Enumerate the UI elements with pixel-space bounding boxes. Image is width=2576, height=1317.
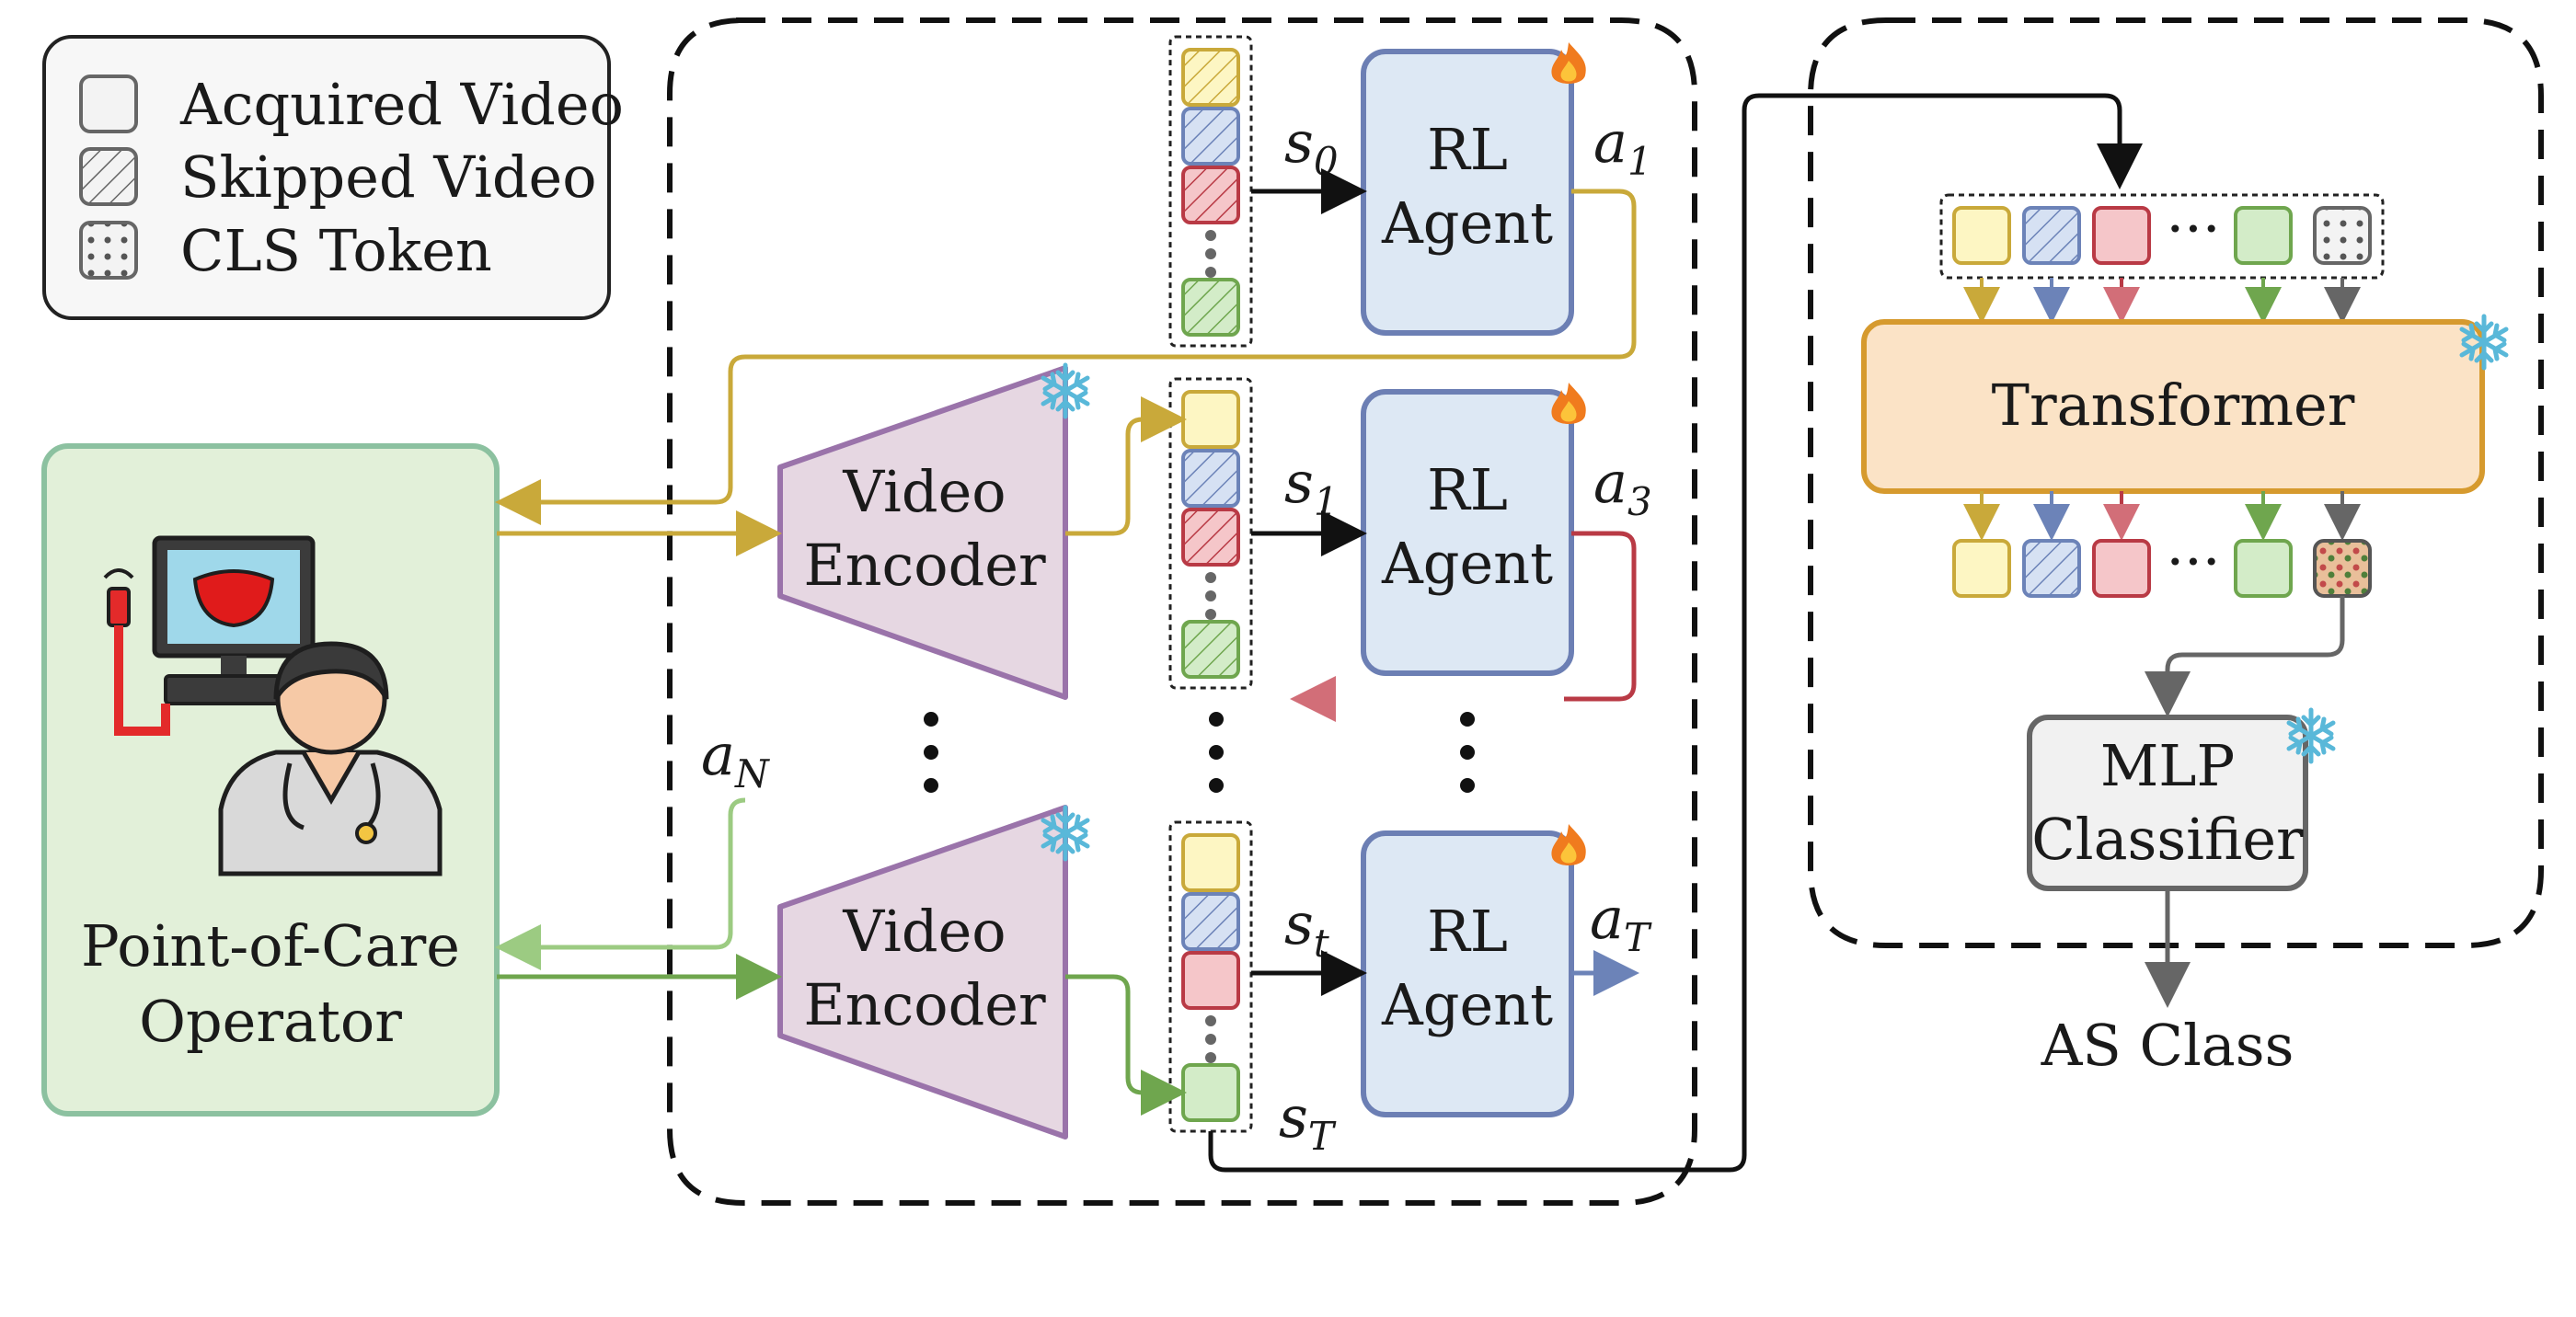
token-skipped-red bbox=[1181, 166, 1240, 224]
label-sT: sT bbox=[1279, 1083, 1337, 1159]
rl-agent-2-line2: Agent bbox=[1381, 530, 1553, 597]
transformer-box bbox=[1861, 319, 2485, 494]
output-token-ellipsis: ··· bbox=[2166, 528, 2220, 595]
video-encoder-2-line1: Video bbox=[842, 898, 1006, 965]
input-token-red bbox=[2092, 206, 2151, 265]
legend-skipped-swatch bbox=[79, 147, 138, 206]
classifier-block: ··· Transformer ··· MLP Classifie bbox=[1861, 193, 2506, 1079]
fire-icon bbox=[1551, 383, 1586, 424]
rl-agent-2: RL Agent bbox=[1361, 383, 1586, 676]
doctor-ultrasound-icon bbox=[103, 535, 443, 876]
token-acquired-green bbox=[1181, 1063, 1240, 1122]
legend-acquired-swatch bbox=[79, 74, 138, 133]
legend: Acquired Video Skipped Video CLS Token bbox=[42, 35, 624, 320]
input-cls-token bbox=[2313, 206, 2372, 265]
label-st: st bbox=[1284, 890, 1329, 966]
legend-skipped-label: Skipped Video bbox=[180, 143, 597, 211]
fire-icon bbox=[1551, 42, 1586, 84]
rl-pipeline-dashed-box bbox=[667, 17, 1697, 1206]
output-token-yellow bbox=[1952, 539, 2011, 598]
token-skipped-blue bbox=[1181, 449, 1240, 508]
input-token-row-border bbox=[1939, 193, 2385, 280]
label-aN: aN bbox=[701, 721, 770, 796]
label-s0: s0 bbox=[1284, 109, 1339, 184]
video-encoder-1: Video Encoder bbox=[777, 365, 1087, 700]
token-skipped-blue bbox=[1181, 107, 1240, 166]
label-s1: s1 bbox=[1284, 449, 1339, 524]
label-aT: aT bbox=[1590, 885, 1652, 960]
output-token-green bbox=[2234, 539, 2293, 598]
output-token-red bbox=[2092, 539, 2151, 598]
connections bbox=[495, 93, 2143, 1173]
transformer-label: Transformer bbox=[1992, 372, 2355, 439]
state-column-t bbox=[1168, 820, 1253, 1133]
token-acquired-red bbox=[1181, 951, 1240, 1010]
token-acquired-yellow bbox=[1181, 390, 1240, 449]
label-a3: a3 bbox=[1593, 449, 1652, 524]
fire-icon bbox=[1551, 824, 1586, 865]
rl-agent-2-line1: RL bbox=[1427, 456, 1508, 523]
label-a1: a1 bbox=[1593, 109, 1652, 184]
input-token-yellow bbox=[1952, 206, 2011, 265]
mlp-classifier-line1: MLP bbox=[2100, 732, 2235, 799]
mlp-classifier-line2: Classifier bbox=[2031, 806, 2304, 873]
operator-block: Point-of-Care Operator bbox=[41, 443, 500, 1117]
output-token-blue bbox=[2022, 539, 2081, 598]
rl-agent-3-line1: RL bbox=[1427, 898, 1508, 965]
output-cls-token bbox=[2313, 539, 2372, 598]
video-encoder-2-line2: Encoder bbox=[803, 971, 1046, 1038]
video-encoder-2: Video Encoder bbox=[777, 805, 1087, 1139]
token-skipped-red bbox=[1181, 508, 1240, 567]
token-skipped-blue bbox=[1181, 892, 1240, 951]
input-token-green bbox=[2234, 206, 2293, 265]
output-class-label: AS Class bbox=[2041, 1012, 2294, 1079]
input-token-blue bbox=[2022, 206, 2081, 265]
token-skipped-yellow bbox=[1181, 48, 1240, 107]
input-token-ellipsis: ··· bbox=[2166, 195, 2220, 262]
legend-cls-swatch bbox=[79, 221, 138, 280]
token-skipped-green bbox=[1181, 278, 1240, 337]
legend-box bbox=[42, 35, 611, 320]
rl-agent-3-line2: Agent bbox=[1381, 971, 1553, 1038]
classifier-dashed-box bbox=[1808, 17, 2544, 948]
video-encoder-1-line1: Video bbox=[842, 458, 1006, 525]
token-acquired-yellow bbox=[1181, 833, 1240, 892]
video-encoder-1-line2: Encoder bbox=[803, 532, 1046, 599]
token-skipped-green bbox=[1181, 620, 1240, 679]
rl-agent-1-line1: RL bbox=[1427, 116, 1508, 183]
operator-label-line2: Operator bbox=[139, 988, 402, 1055]
state-column-1 bbox=[1168, 377, 1253, 690]
rl-agent-1: RL Agent bbox=[1361, 42, 1586, 336]
legend-cls-label: CLS Token bbox=[180, 217, 492, 284]
legend-acquired-label: Acquired Video bbox=[179, 71, 624, 138]
state-column-0 bbox=[1168, 35, 1253, 348]
vertical-ellipsis bbox=[924, 712, 1475, 793]
rl-agent-1-line2: Agent bbox=[1381, 189, 1553, 257]
rl-agent-3: RL Agent bbox=[1361, 824, 1586, 1117]
operator-label-line1: Point-of-Care bbox=[81, 912, 460, 979]
